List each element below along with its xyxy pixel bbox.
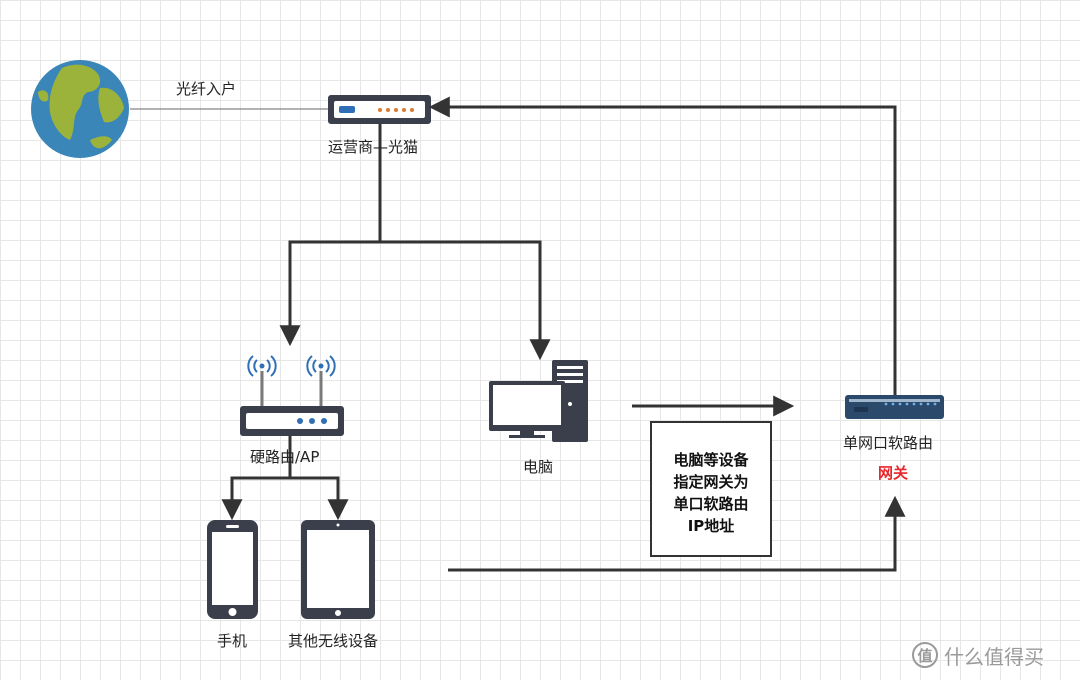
note-line: 单口软路由 (673, 495, 749, 513)
gateway-label: 网关 (878, 464, 909, 482)
note-line: 指定网关为 (673, 473, 749, 491)
pc-label: 电脑 (523, 458, 554, 476)
pc-icon (489, 360, 588, 442)
smzdm-logo-icon: 值 (912, 642, 938, 668)
branch-line-phone (221, 476, 290, 521)
phone-label: 手机 (217, 632, 248, 650)
tablet-icon (301, 520, 375, 619)
wireless-devices-label: 其他无线设备 (288, 632, 379, 650)
phone-icon (207, 520, 258, 619)
soft-router-label: 单网口软路由 (843, 434, 934, 452)
watermark-text: 什么值得买 (944, 644, 1044, 669)
note-line: IP地址 (687, 517, 735, 535)
soft-router-icon (845, 395, 944, 419)
gateway-note-box: 电脑等设备 指定网关为 单口软路由 IP地址 (650, 421, 772, 557)
fiber-in-label: 光纤入户 (176, 80, 237, 98)
globe-icon (31, 60, 129, 158)
hard-router-icon (240, 355, 344, 436)
soft-router-to-modem-line (428, 96, 897, 395)
branch-line-wireless (290, 476, 349, 521)
modem-label: 运营商—光猫 (328, 138, 419, 156)
note-line: 电脑等设备 (673, 451, 749, 469)
wireless-to-soft-router-line (448, 495, 906, 572)
hard-router-label: 硬路由/AP (250, 448, 320, 466)
watermark: 值 什么值得买 (912, 640, 1044, 670)
modem-icon (328, 95, 431, 124)
branch-line-router (279, 240, 380, 347)
branch-line-pc (380, 240, 551, 361)
